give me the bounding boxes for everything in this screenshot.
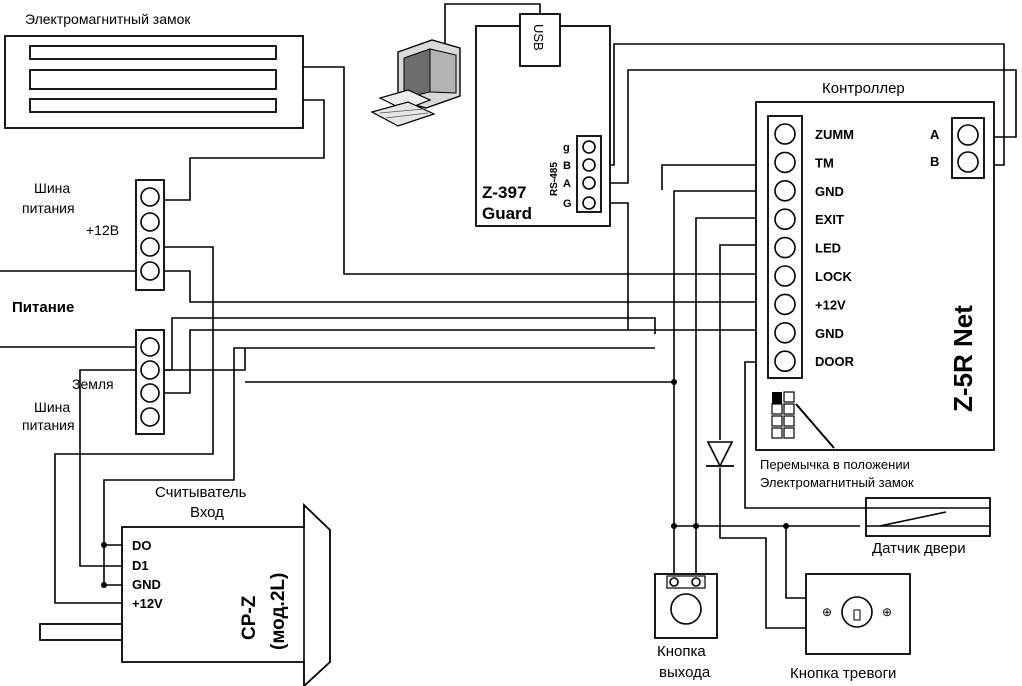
reader-title1: Считыватель <box>155 484 247 501</box>
jumper-line1: Перемычка в положении <box>760 457 910 472</box>
conv-pin-b: B <box>563 160 571 172</box>
bus-plus-voltage: +12В <box>86 222 119 238</box>
ctrl-terminal-2 <box>774 180 796 202</box>
computer-icon <box>370 39 461 127</box>
ctrl-pin-label-0: ZUMM <box>815 127 854 142</box>
controller-title: Контроллер <box>822 80 905 97</box>
junction-dots <box>101 379 789 588</box>
ctrl-pin-label-1: TM <box>815 155 834 170</box>
reader-pin-12v: +12V <box>132 596 163 611</box>
bus-ground-label: Земля <box>72 376 114 392</box>
converter-sub: Guard <box>482 204 532 223</box>
wires <box>0 3 1017 629</box>
usb-label: USB <box>531 24 546 51</box>
ctrl-pin-label-6: +12V <box>815 297 846 312</box>
bus-plus-label2: питания <box>22 200 75 216</box>
ctrl-terminal-1 <box>774 151 796 174</box>
reader-model2: (мод.2L) <box>268 573 289 650</box>
reader-pin-d1: D1 <box>132 558 149 573</box>
ctrl-pin-label-3: EXIT <box>815 212 844 227</box>
exit-button: Кнопка выхода <box>654 573 718 681</box>
ctrl-terminal-3 <box>774 208 796 230</box>
rs485-label: RS-485 <box>549 162 560 196</box>
bus-ground-label2: питания <box>22 417 75 433</box>
jumper-line2: Электромагнитный замок <box>760 475 914 490</box>
conv-pin-a: A <box>563 178 571 190</box>
ctrl-terminal-8 <box>774 350 796 373</box>
exit-button-line1: Кнопка <box>657 643 706 660</box>
reader-title2: Вход <box>190 504 224 521</box>
controller-name: Z-5R Net <box>948 305 978 412</box>
converter-name: Z-397 <box>482 183 526 202</box>
converter-z397: USB g B A G RS-485 Z-397 Guard <box>475 13 611 227</box>
power-label: Питание <box>12 299 74 316</box>
reader-pin-do: DO <box>132 538 152 553</box>
controller-z5r: Контроллер ZUMM TM GND EXIT LED LOCK +12V GND DO… <box>755 80 995 490</box>
ctrl-pin-label-2: GND <box>815 184 844 199</box>
ctrl-b-label: B <box>930 154 939 169</box>
conv-pin-gnd: G <box>563 198 572 210</box>
reader-model1: CP-Z <box>239 595 260 640</box>
ctrl-terminal-6 <box>774 293 796 316</box>
exit-button-line2: выхода <box>659 664 711 681</box>
alarm-button: ⊕ ⊕ Кнопка тревоги <box>790 573 911 682</box>
ctrl-terminal-4 <box>774 236 796 259</box>
reader-cpz: Считыватель Вход DO D1 GND +12V CP-Z (мо… <box>39 484 331 686</box>
ctrl-terminal-5 <box>774 265 796 287</box>
screw-right-icon: ⊕ <box>882 605 892 619</box>
conv-pin-g: g <box>563 142 570 154</box>
lock-title: Электромагнитный замок <box>25 11 191 27</box>
ctrl-terminal-7 <box>774 321 796 344</box>
bus-plus-label1: Шина <box>34 180 70 196</box>
ctrl-pin-label-4: LED <box>815 241 841 256</box>
ctrl-a-label: A <box>930 127 940 142</box>
door-sensor-label: Датчик двери <box>872 540 966 557</box>
electromagnetic-lock: Электромагнитный замок <box>4 11 304 129</box>
alarm-button-label: Кнопка тревоги <box>790 665 896 682</box>
ctrl-pin-label-8: DOOR <box>815 354 855 369</box>
door-sensor: Датчик двери <box>865 497 991 557</box>
reader-pin-gnd: GND <box>132 577 161 592</box>
screw-left-icon: ⊕ <box>822 605 832 619</box>
bus-ground-label1: Шина <box>34 399 70 415</box>
bus-ground: Земля Шина питания <box>22 329 165 435</box>
ctrl-pin-label-7: GND <box>815 326 844 341</box>
ctrl-pin-label-5: LOCK <box>815 269 852 284</box>
diode-icon <box>706 441 734 468</box>
ctrl-terminal-0 <box>774 123 796 145</box>
bus-plus-12v: Шина питания +12В <box>22 179 165 291</box>
